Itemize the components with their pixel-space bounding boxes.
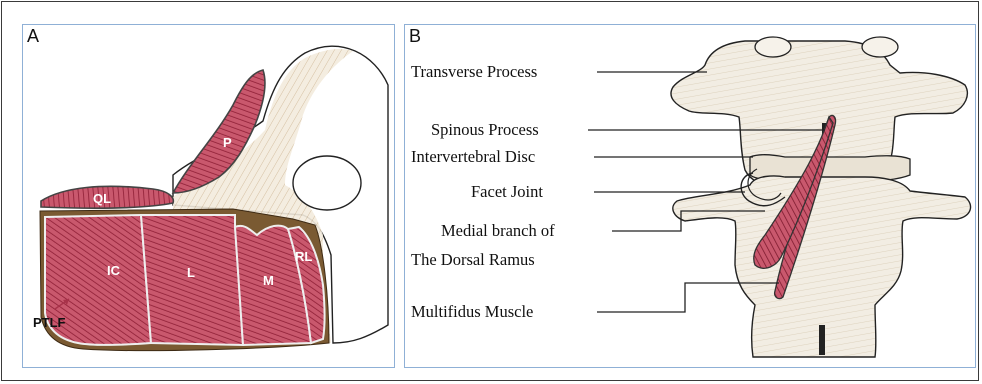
- longissimus-muscle: [141, 215, 243, 345]
- lower-spinous-process: [819, 325, 825, 355]
- label-multifidus-muscle: Multifidus Muscle: [411, 302, 533, 321]
- label-medial-branch-line2: The Dorsal Ramus: [411, 250, 535, 269]
- panel-b: B: [404, 24, 976, 368]
- label-ic: IC: [107, 263, 121, 278]
- label-p: P: [223, 135, 232, 150]
- label-ql: QL: [93, 191, 111, 206]
- label-rl: RL: [295, 249, 312, 264]
- label-spinous-process: Spinous Process: [431, 120, 539, 139]
- vertebral-foramen: [293, 156, 361, 210]
- label-l: L: [187, 265, 195, 280]
- label-facet-joint: Facet Joint: [471, 182, 543, 201]
- upper-cap-left: [755, 37, 791, 57]
- lumbar-cross-section-illustration: QL P IC L M RL PTLF: [23, 25, 396, 369]
- label-transverse-process: Transverse Process: [411, 62, 537, 81]
- panel-a: A: [22, 24, 395, 368]
- label-medial-branch-line1: Medial branch of: [441, 221, 555, 240]
- label-m: M: [263, 273, 274, 288]
- vertebra-posterior-illustration: Transverse Process Spinous Process Inter…: [405, 25, 977, 369]
- label-ptlf: PTLF: [33, 315, 66, 330]
- upper-cap-right: [862, 37, 898, 57]
- label-intervertebral-disc: Intervertebral Disc: [411, 147, 535, 166]
